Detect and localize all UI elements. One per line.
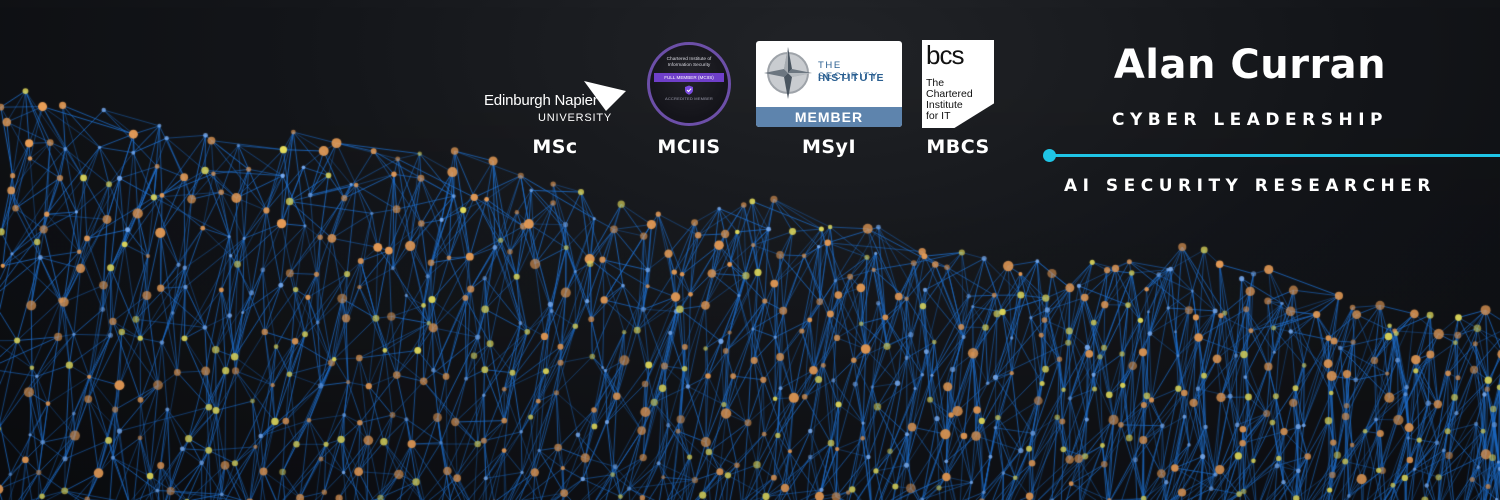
profile-title-secondary: AI SECURITY RESEARCHER	[1064, 176, 1436, 196]
credential-msyi: THE SECURITY INSTITUTE MEMBER MSyI	[756, 40, 902, 158]
napier-logo: Edinburgh Napier UNIVERSITY	[480, 40, 630, 128]
credential-mciis: Chartered Institute of Information Secur…	[647, 40, 731, 158]
credential-mbcs: bcs The Chartered Institute for IT MBCS	[922, 40, 994, 158]
security-institute-member-band: MEMBER	[756, 107, 902, 127]
security-institute-logo: THE SECURITY INSTITUTE MEMBER	[756, 40, 902, 128]
arrow-pointer-icon	[584, 81, 626, 111]
ciisec-logo-band: FULL MEMBER (MCIIS)	[654, 72, 724, 82]
credential-abbr-mbcs: MBCS	[926, 136, 990, 158]
bcs-logo: bcs The Chartered Institute for IT	[922, 40, 994, 128]
compass-star-icon	[764, 47, 812, 99]
credential-abbr-msyi: MSyI	[801, 136, 857, 158]
bcs-desc-line: Chartered	[926, 88, 973, 100]
bcs-logo-description: The Chartered Institute for IT	[926, 78, 973, 122]
accent-divider-dot	[1043, 149, 1056, 162]
bcs-desc-line: The	[926, 77, 945, 89]
credential-abbr-msc: MSc	[532, 136, 578, 158]
ciisec-logo-name: Chartered Institute of Information Secur…	[666, 57, 712, 68]
bcs-desc-line: for IT	[926, 110, 951, 122]
credential-abbr-mciis: MCIIS	[657, 136, 721, 158]
bcs-logo-wordmark: bcs	[926, 40, 964, 70]
accent-divider-line	[1049, 154, 1500, 157]
security-institute-text-line1: THE SECURITY	[818, 60, 879, 82]
profile-name: Alan Curran	[1113, 42, 1387, 88]
bcs-desc-line: Institute	[926, 99, 963, 111]
security-institute-text-line2: INSTITUTE	[818, 72, 885, 84]
ciisec-logo: Chartered Institute of Information Secur…	[647, 40, 731, 128]
napier-logo-subtext: UNIVERSITY	[538, 112, 613, 124]
ciisec-logo-subtext: ACCREDITED MEMBER	[664, 95, 714, 101]
shield-check-icon	[685, 85, 693, 95]
profile-title-primary: CYBER LEADERSHIP	[1111, 110, 1389, 130]
napier-logo-name: Edinburgh Napier	[484, 92, 598, 109]
credential-msc: Edinburgh Napier UNIVERSITY MSc	[480, 40, 630, 158]
